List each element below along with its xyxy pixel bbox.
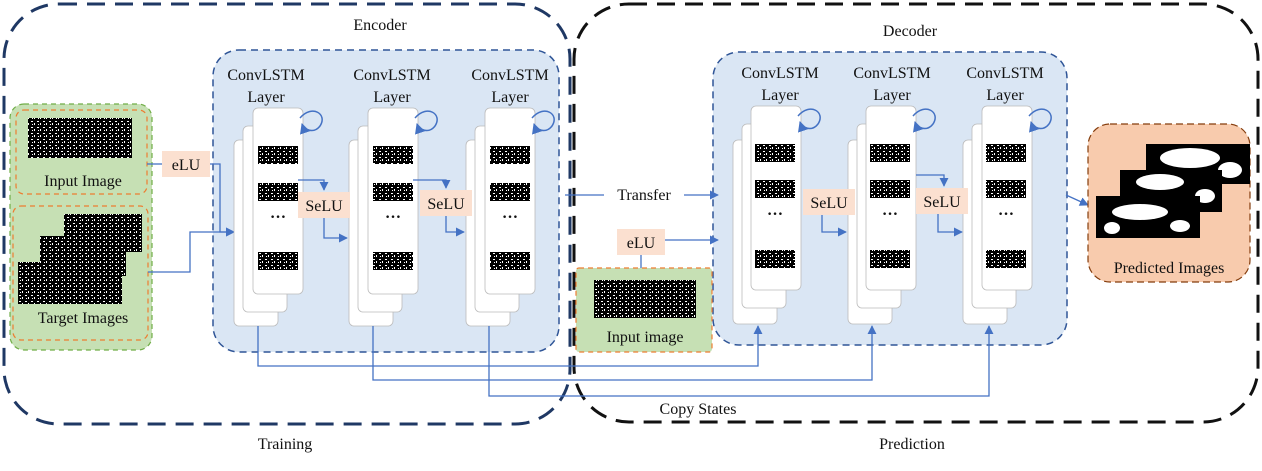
- frame-ellipsis: …: [270, 205, 286, 222]
- frame-thumb: [258, 183, 298, 201]
- selu-1-out-arrow: [323, 218, 348, 243]
- frame-ellipsis: …: [502, 205, 518, 222]
- selu-2-in-arrow: [413, 179, 451, 189]
- decoder-input-image-thumb: [594, 280, 696, 318]
- decoder-convlstm-layer-1: ConvLSTM Layer …: [732, 65, 821, 325]
- decoder-elu-label: eLU: [627, 235, 656, 252]
- prediction-boundary: [572, 2, 1260, 424]
- encoder-selu-label-1: SeLU: [305, 198, 343, 215]
- encoder-selu-label-2: SeLU: [427, 196, 465, 213]
- frame-thumb: [490, 183, 530, 201]
- layer-title-line1: ConvLSTM: [741, 65, 818, 82]
- decoder-convlstm-layer-2: ConvLSTM Layer …: [847, 65, 936, 325]
- layer-title-line2: Layer: [873, 87, 911, 104]
- predicted-images-label: Predicted Images: [1114, 260, 1225, 277]
- frame-ellipsis: …: [998, 202, 1014, 219]
- decoder-to-output-arrow: [1065, 194, 1089, 206]
- frame-thumb: [373, 183, 413, 201]
- frame-thumb: [870, 144, 910, 162]
- encoder-convlstm-layer-1: ConvLSTM Layer …: [227, 67, 323, 327]
- decoder-selu-box-1: [803, 189, 855, 215]
- frame-ellipsis: …: [385, 205, 401, 222]
- selu-2-out-arrow: [445, 216, 465, 237]
- encoder-elu-box: [162, 151, 210, 177]
- recurrent-loop-icon: [531, 110, 555, 135]
- recurrent-loop-icon: [1028, 108, 1052, 133]
- recurrent-loop-icon: [414, 110, 438, 135]
- frame-ellipsis: …: [882, 202, 898, 219]
- frame-thumb: [986, 180, 1026, 198]
- selu-1-in-arrow: [298, 179, 329, 191]
- decoder-selu-box-2: [916, 188, 968, 214]
- layer-title-line1: ConvLSTM: [471, 67, 548, 84]
- encoder-elu-label: eLU: [172, 157, 201, 174]
- frame-thumb: [870, 180, 910, 198]
- frame-thumb: [870, 250, 910, 268]
- training-boundary: [2, 2, 572, 426]
- decoder-selu-label-2: SeLU: [923, 194, 961, 211]
- layer-title-line2: Layer: [986, 87, 1024, 104]
- recurrent-loop-icon: [299, 110, 323, 135]
- layer-title-line2: Layer: [373, 89, 411, 106]
- prediction-label: Prediction: [879, 436, 945, 453]
- copy-state-line-3: [488, 325, 994, 397]
- frame-thumb: [490, 252, 530, 270]
- frame-thumb: [755, 144, 795, 162]
- copy-state-line-2: [372, 325, 877, 381]
- target-image-thumb-3: [18, 262, 122, 304]
- encoder-selu-box-2: [420, 190, 472, 216]
- frame-thumb: [373, 146, 413, 164]
- layer-title-line1: ConvLSTM: [966, 65, 1043, 82]
- decoder-input-image-label: Input image: [607, 329, 684, 346]
- decoder-convlstm-layer-3: ConvLSTM Layer …: [962, 65, 1052, 325]
- layer-title-line2: Layer: [247, 89, 285, 106]
- frame-thumb: [490, 146, 530, 164]
- decoder-selu-2-out-arrow: [937, 214, 963, 237]
- target-images-label: Target Images: [38, 310, 129, 327]
- layer-title-line1: ConvLSTM: [353, 67, 430, 84]
- frame-thumb: [373, 252, 413, 270]
- decoder-elu-box: [617, 229, 665, 255]
- frame-thumb: [986, 250, 1026, 268]
- layer-title-line1: ConvLSTM: [227, 67, 304, 84]
- frame-thumb: [258, 146, 298, 164]
- decoder-title: Decoder: [883, 23, 938, 40]
- frame-thumb: [755, 250, 795, 268]
- training-label: Training: [258, 436, 313, 453]
- recurrent-loop-icon: [797, 108, 821, 133]
- frame-thumb: [755, 180, 795, 198]
- frame-thumb: [258, 252, 298, 270]
- copy-states-label: Copy States: [660, 401, 737, 418]
- copy-state-line-1: [257, 325, 763, 367]
- decoder-selu-1-out-arrow: [821, 215, 847, 237]
- decoder-selu-2-in-arrow: [916, 174, 949, 187]
- layer-title-line2: Layer: [491, 89, 529, 106]
- target-to-encoder-arrow: [148, 227, 235, 273]
- encoder-convlstm-layer-3: ConvLSTM Layer …: [465, 67, 555, 327]
- encoder-title: Encoder: [353, 17, 407, 34]
- recurrent-loop-icon: [912, 108, 936, 133]
- transfer-label: Transfer: [617, 187, 671, 204]
- encoder-convlstm-layer-2: ConvLSTM Layer …: [348, 67, 438, 327]
- input-image-label: Input Image: [44, 173, 122, 190]
- decoder-selu-label-1: SeLU: [810, 195, 848, 212]
- input-image-thumb: [28, 118, 132, 158]
- frame-thumb: [986, 144, 1026, 162]
- layer-title-line1: ConvLSTM: [853, 65, 930, 82]
- layer-title-line2: Layer: [761, 87, 799, 104]
- frame-ellipsis: …: [767, 202, 783, 219]
- encoder-selu-box-1: [298, 192, 350, 218]
